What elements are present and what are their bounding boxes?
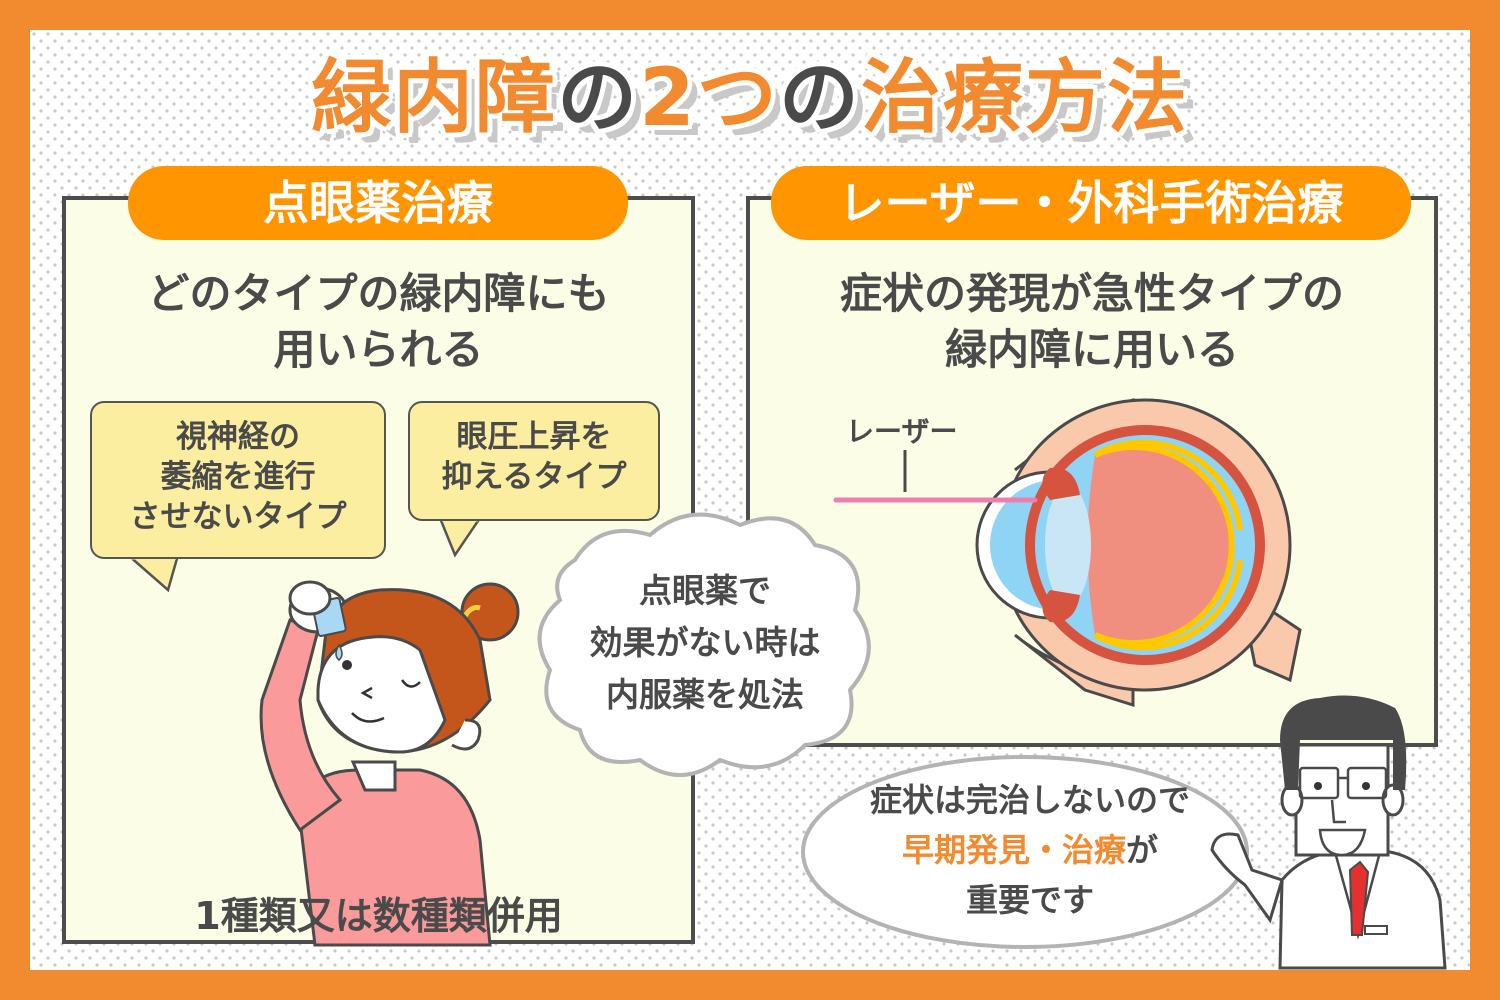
doctor-speech-text: 症状は完治しないので 早期発見・治療が 重要です <box>810 775 1250 925</box>
title-particle-2: の <box>778 51 861 144</box>
speech-line2: 早期発見・治療が <box>810 825 1250 875</box>
page-title: 緑内障の2つの治療方法 <box>0 48 1500 148</box>
combination-note: 1種類又は数種類併用 <box>194 894 563 938</box>
speech-tail: が <box>1126 831 1159 869</box>
callout-b-line2: 抑えるタイプ <box>441 459 627 495</box>
speech-line3: 重要です <box>965 881 1094 919</box>
callout-a-line1: 視神経の <box>176 419 300 455</box>
speech-accent: 早期発見・治療 <box>901 831 1126 869</box>
woman-eyedrop-illustration <box>259 580 520 947</box>
callout-a-line2: 萎縮を進行 <box>160 459 316 495</box>
title-treatment-methods: 治療方法 <box>860 51 1189 144</box>
cloud-line2: 効果がない時は <box>589 623 821 662</box>
speech-line1: 症状は完治しないので <box>869 781 1190 819</box>
eye-drop-treatment-label: 点眼薬治療 <box>128 166 628 240</box>
title-particle: の <box>557 51 640 144</box>
title-glaucoma: 緑内障 <box>311 51 558 144</box>
laser-diagram-label: レーザー <box>846 415 958 448</box>
doctor-speech-bubble <box>801 755 1249 949</box>
eye-cross-section-diagram <box>833 397 1302 708</box>
callout-tail-a <box>124 553 180 593</box>
callout-optic-nerve: 視神経の 萎縮を進行 させないタイプ <box>90 401 386 559</box>
thought-cloud-text: 点眼薬で 効果がない時は 内服薬を処法 <box>540 565 870 721</box>
callout-a-line3: させないタイプ <box>129 499 347 535</box>
eye-drop-description: どのタイプの緑内障にも 用いられる <box>66 266 691 378</box>
laser-description-line1: 症状の発現が急性タイプの <box>839 269 1344 318</box>
eye-drop-description-line1: どのタイプの緑内障にも <box>147 269 610 318</box>
laser-surgery-label: レーザー・外科手術治療 <box>771 166 1411 240</box>
laser-description-line2: 緑内障に用いる <box>944 325 1239 374</box>
thought-cloud <box>537 512 871 777</box>
callout-eye-pressure: 眼圧上昇を 抑えるタイプ <box>408 401 660 521</box>
cloud-line1: 点眼薬で <box>639 571 771 610</box>
callout-b-line1: 眼圧上昇を <box>456 419 612 455</box>
title-two: 2つ <box>639 51 779 144</box>
laser-description: 症状の発現が急性タイプの 緑内障に用いる <box>750 266 1434 378</box>
eye-drop-description-line2: 用いられる <box>273 325 484 374</box>
cloud-line3: 内服薬を処法 <box>606 675 804 714</box>
callout-tail-b <box>438 516 483 558</box>
doctor-illustration <box>1210 695 1447 970</box>
